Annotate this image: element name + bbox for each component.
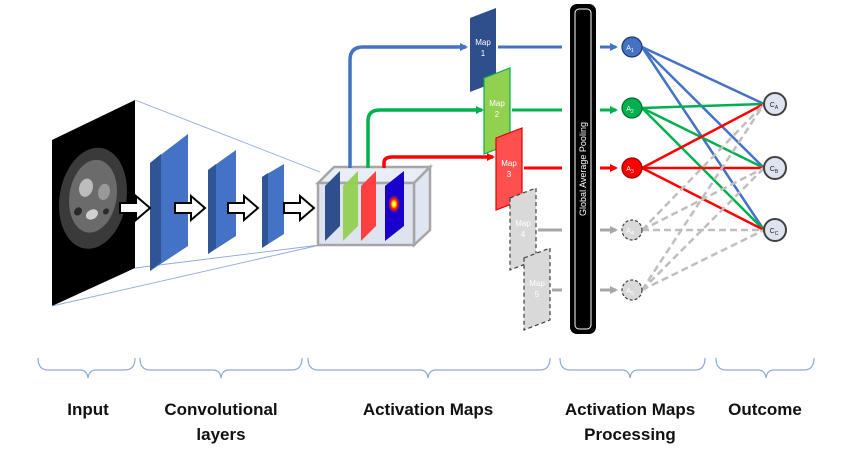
conv-layer-1 <box>150 134 188 271</box>
svg-text:A4: A4 <box>626 228 634 237</box>
map-2-label: Map <box>489 99 505 108</box>
brace-processing <box>559 357 706 379</box>
node-a2-sub: 2 <box>631 109 634 115</box>
node-cb: CB <box>763 156 787 180</box>
map-4-label: Map <box>515 219 531 228</box>
svg-text:CC: CC <box>770 228 779 237</box>
node-a5-sub: 5 <box>631 291 634 297</box>
activation-maps-volume <box>314 163 434 248</box>
node-cc: CC <box>763 218 787 242</box>
caption-activation-maps: Activation Maps <box>363 400 493 419</box>
node-a1-letter: A <box>626 45 631 52</box>
map-2-number: 2 <box>495 110 500 119</box>
flow-arrow-red <box>382 153 495 168</box>
section-braces <box>37 357 815 379</box>
brace-input <box>37 357 136 379</box>
node-a5: A5 <box>621 279 643 301</box>
svg-text:A2: A2 <box>626 106 634 115</box>
node-cc-sub: C <box>775 231 779 237</box>
map-1-number: 1 <box>481 49 486 58</box>
map-5-label: Map <box>529 279 545 288</box>
caption-conv-line2: layers <box>196 425 245 444</box>
svg-text:A5: A5 <box>626 288 634 297</box>
node-cc-letter: C <box>770 228 775 235</box>
svg-text:A3: A3 <box>626 166 634 175</box>
node-a4-letter: A <box>626 228 631 235</box>
node-a3-letter: A <box>626 166 631 173</box>
caption-input: Input <box>67 400 109 419</box>
map-4-number: 4 <box>521 230 526 239</box>
input-ct-image <box>52 100 135 306</box>
map-1: Map 1 <box>470 8 496 92</box>
edges-from-a4 <box>641 103 765 232</box>
node-a5-letter: A <box>626 288 631 295</box>
node-a1: A1 <box>621 36 643 58</box>
node-a2-letter: A <box>626 106 631 113</box>
map-5-number: 5 <box>535 290 540 299</box>
node-ca: CA <box>763 92 787 116</box>
node-a1-sub: 1 <box>631 48 634 54</box>
projection-lines <box>51 99 321 307</box>
svg-text:A1: A1 <box>626 45 634 54</box>
svg-text:CB: CB <box>770 166 779 175</box>
flow-arrow-green <box>366 106 484 168</box>
conv-layer-3 <box>262 164 284 248</box>
caption-conv-line1: Convolutional <box>164 400 277 419</box>
global-average-pooling-block: Global Average Pooling <box>570 4 596 334</box>
node-a4: A4 <box>621 219 643 241</box>
edges-from-a5 <box>640 103 766 292</box>
node-a3: A3 <box>621 157 643 179</box>
caption-processing-line1: Activation Maps <box>565 400 695 419</box>
node-cb-letter: C <box>770 166 775 173</box>
caption-outcome: Outcome <box>728 400 802 419</box>
pooling-label: Global Average Pooling <box>578 122 588 216</box>
node-ca-letter: C <box>770 102 775 109</box>
brace-outcome <box>715 357 815 379</box>
node-a3-sub: 3 <box>631 169 634 175</box>
node-a2: A2 <box>621 97 643 119</box>
brace-maps <box>307 357 551 379</box>
conv-layer-2 <box>208 150 236 254</box>
map-5: Map 5 <box>523 247 551 331</box>
map-3-number: 3 <box>507 170 512 179</box>
node-a4-sub: 4 <box>631 231 634 237</box>
block-arrows <box>119 193 316 223</box>
brace-conv <box>139 357 303 379</box>
node-ca-sub: A <box>775 105 779 111</box>
flow-arrow-blue <box>348 43 468 168</box>
node-cb-sub: B <box>775 169 779 175</box>
svg-text:CA: CA <box>770 102 779 111</box>
map-1-label: Map <box>475 38 491 47</box>
caption-processing-line2: Processing <box>584 425 676 444</box>
map-3-label: Map <box>501 159 517 168</box>
